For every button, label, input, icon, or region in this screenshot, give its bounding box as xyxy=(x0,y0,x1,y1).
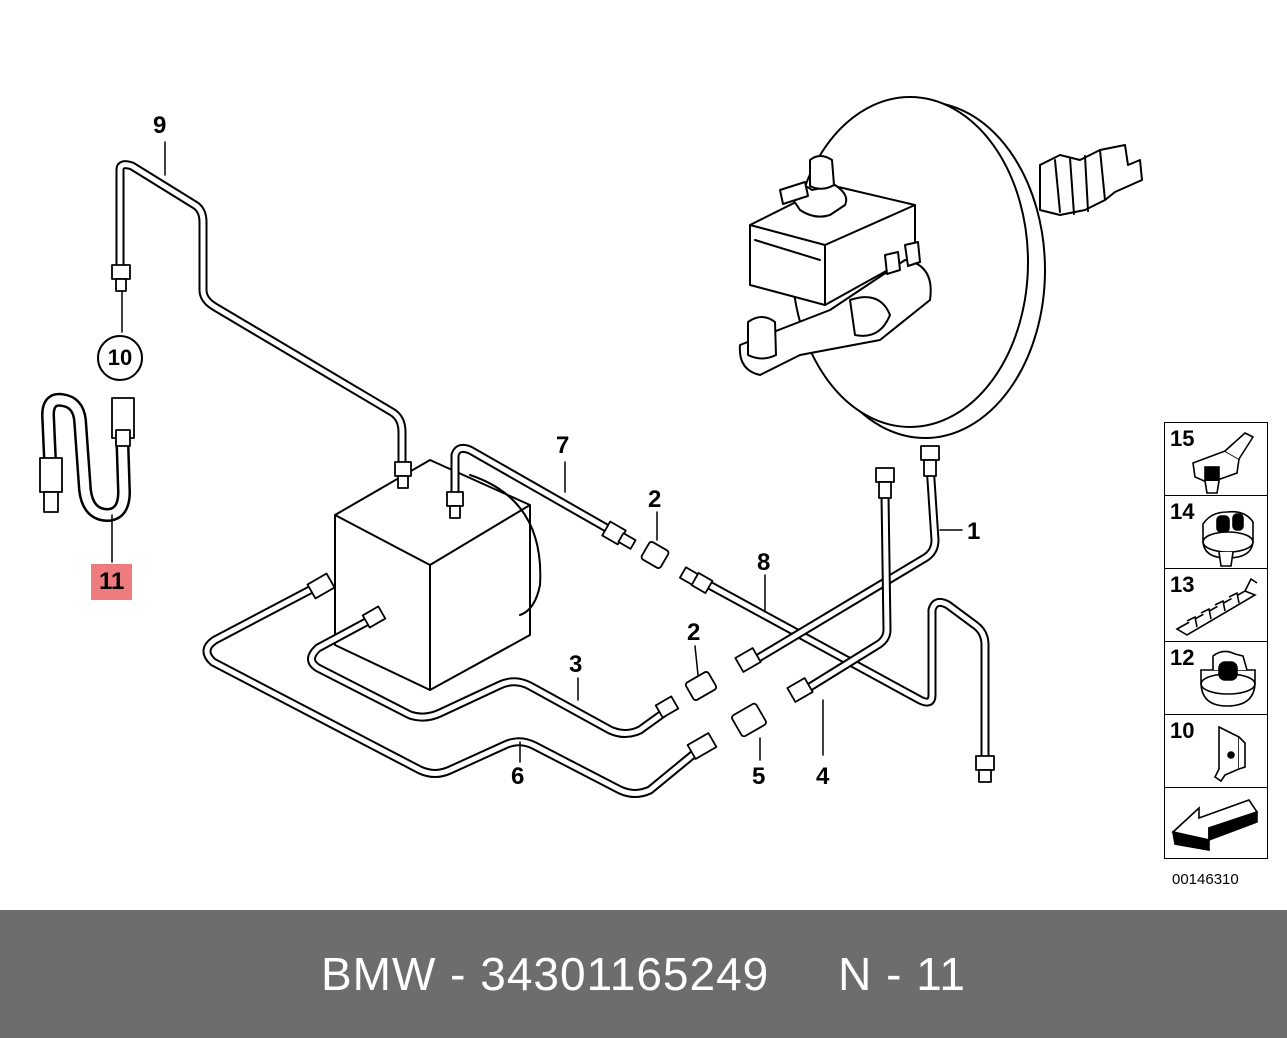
callout-3: 3 xyxy=(569,651,583,678)
parts-diagram: 9 10 11 7 2 8 1 2 3 6 5 4 xyxy=(39,96,1143,798)
callout-6: 6 xyxy=(511,763,525,790)
callout-10-circled: 10 xyxy=(97,335,143,381)
callout-2-lower: 2 xyxy=(687,619,701,646)
legend-arrow-cell[interactable] xyxy=(1165,788,1267,858)
footer-banner: BMW - 34301165249 N - 11 xyxy=(0,910,1287,1038)
legend-number: 13 xyxy=(1170,572,1195,597)
callout-4: 4 xyxy=(816,763,830,790)
callout-8: 8 xyxy=(757,549,771,576)
parts-legend: 15 14 13 xyxy=(1164,422,1268,859)
legend-number: 14 xyxy=(1170,499,1195,524)
direction-arrow-icon xyxy=(1171,799,1259,851)
brake-line-9 xyxy=(115,160,407,475)
strip-13-icon xyxy=(1175,577,1258,636)
callout-1: 1 xyxy=(967,518,981,545)
legend-item-15[interactable]: 15 xyxy=(1165,423,1267,496)
part-number-title: BMW - 34301165249 N - 11 xyxy=(320,948,967,1000)
legend-number: 10 xyxy=(1170,718,1195,743)
legend-item-13[interactable]: 13 xyxy=(1165,569,1267,642)
callout-2-upper: 2 xyxy=(648,486,662,513)
reference-code: 00146310 xyxy=(1172,871,1239,888)
master-cylinder-icon xyxy=(738,155,932,376)
legend-number: 15 xyxy=(1170,426,1195,451)
legend-number: 12 xyxy=(1170,645,1195,670)
callout-11-highlighted: 11 xyxy=(91,564,133,600)
clip-15-icon xyxy=(1192,432,1255,494)
holder-14-icon xyxy=(1202,510,1254,567)
legend-item-12[interactable]: 12 xyxy=(1165,642,1267,715)
holder-12-icon xyxy=(1200,650,1256,707)
legend-item-10[interactable]: 10 xyxy=(1165,715,1267,788)
legend-item-14[interactable]: 14 xyxy=(1165,496,1267,569)
hydraulic-unit-icon xyxy=(334,459,542,691)
bracket-10-icon xyxy=(1213,725,1246,783)
brake-line-1 xyxy=(750,460,940,665)
callout-7: 7 xyxy=(556,432,570,459)
callout-5: 5 xyxy=(752,763,766,790)
callout-9: 9 xyxy=(153,112,167,139)
brake-lines-drawing xyxy=(39,96,1143,798)
